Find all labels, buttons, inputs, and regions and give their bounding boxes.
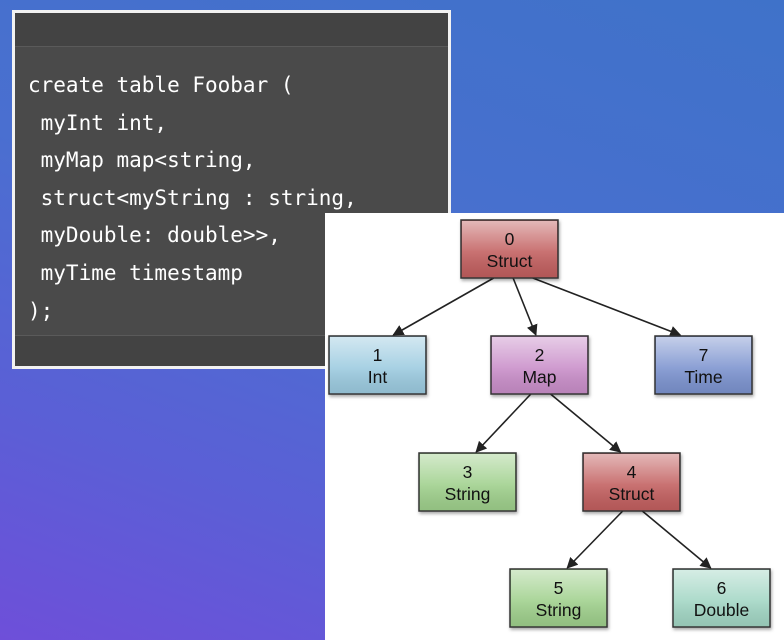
tree-node-gloss [330, 337, 425, 393]
edge-4-5 [566, 510, 624, 569]
tree-node-id: 7 [699, 345, 709, 365]
tree-node-id: 2 [535, 345, 545, 365]
tree-node-gloss [656, 337, 751, 393]
code-line: struct<myString : string, [28, 185, 357, 210]
edge-2-4 [550, 393, 622, 453]
tree-canvas: 0Struct1Int2Map7Time3String4Struct5Strin… [328, 219, 771, 628]
tree-node-type: Time [684, 367, 722, 387]
code-panel: create table Foobar ( myInt int, myMap m… [12, 10, 451, 369]
tree-node-id: 4 [627, 462, 637, 482]
code-line: myMap map<string, [28, 148, 256, 173]
tree-node-gloss [674, 570, 769, 626]
code-line: myInt int, [28, 110, 168, 135]
tree-node-gloss [492, 337, 587, 393]
edge-0-2 [512, 277, 538, 337]
tree-node-id: 6 [717, 578, 727, 598]
code-block: create table Foobar ( myInt int, myMap m… [28, 67, 357, 330]
edge-0-7 [532, 277, 682, 337]
tree-node-gloss [511, 570, 606, 626]
tree-node-type: Struct [609, 484, 655, 504]
tree-node-id: 0 [505, 229, 515, 249]
tree-node-type: Struct [487, 251, 533, 271]
tree-node-gloss [420, 454, 515, 510]
edge-4-6 [641, 510, 712, 569]
tree-node-type: Double [694, 600, 749, 620]
tree-node-id: 1 [373, 345, 383, 365]
tree-node-gloss [584, 454, 679, 510]
tree-node-type: String [445, 484, 491, 504]
tree-node-type: String [536, 600, 582, 620]
edge-0-1 [392, 277, 495, 336]
tree-node-id: 5 [554, 578, 564, 598]
tree-node-type: Map [522, 367, 556, 387]
code-line: myDouble: double>>, [28, 223, 281, 248]
code-line: myTime timestamp [28, 260, 243, 285]
tree-node-type: Int [368, 367, 388, 387]
tree-node-id: 3 [463, 462, 473, 482]
tree-node-gloss [462, 221, 557, 277]
code-panel-top-bar [15, 13, 448, 47]
code-line: ); [28, 298, 54, 323]
code-line: create table Foobar ( [28, 73, 294, 97]
edge-2-3 [475, 393, 532, 453]
